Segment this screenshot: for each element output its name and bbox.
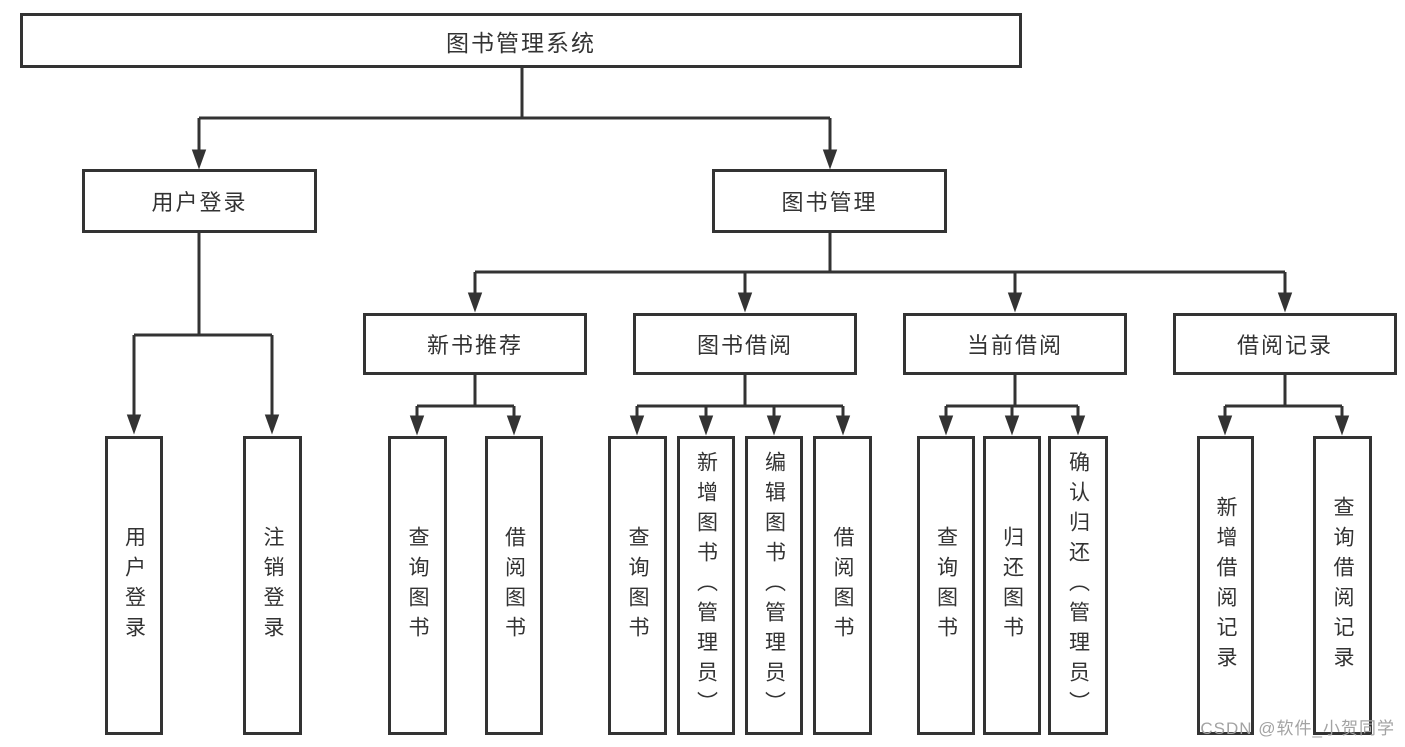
connector-new-book-recommendation [409, 375, 522, 436]
connector-root [191, 68, 838, 170]
leaf-query-books-recommend: 查询图书 [388, 436, 447, 735]
leaf-edit-book-admin: 编辑图书（管理员） [745, 436, 803, 735]
connector-book-management [467, 233, 1293, 313]
node-library-management-system: 图书管理系统 [20, 13, 1022, 68]
node-label: 图书借阅 [696, 333, 793, 358]
node-label: 查询借阅记录 [1331, 495, 1354, 676]
leaf-confirm-return-admin: 确认归还（管理员） [1048, 436, 1108, 735]
leaf-borrow-books-borrowing: 借阅图书 [813, 436, 872, 735]
node-current-borrowing: 当前借阅 [903, 313, 1127, 375]
connector-book-borrowing [629, 375, 851, 436]
node-label: 查询图书 [406, 525, 429, 646]
leaf-query-borrow-record: 查询借阅记录 [1313, 436, 1372, 735]
csdn-watermark: CSDN @软件_小贺同学 [1200, 719, 1395, 738]
node-label: 编辑图书（管理员） [762, 450, 786, 721]
node-label: 注销登录 [261, 525, 284, 646]
connector-user-login [126, 233, 280, 435]
leaf-return-book: 归还图书 [983, 436, 1041, 735]
leaf-query-books-borrowing: 查询图书 [608, 436, 667, 735]
node-borrowing-records: 借阅记录 [1173, 313, 1397, 375]
node-label: 借阅图书 [502, 525, 526, 646]
node-label: 归还图书 [1000, 525, 1024, 646]
node-label: 用户登录 [151, 190, 248, 215]
node-label: 查询图书 [934, 525, 958, 646]
node-label: 图书管理 [781, 190, 878, 215]
node-label: 新增借阅记录 [1214, 495, 1237, 676]
leaf-user-login: 用户登录 [105, 436, 163, 735]
node-label: 新书推荐 [426, 333, 523, 358]
node-label: 借阅记录 [1236, 333, 1333, 358]
node-label: 新增图书（管理员） [694, 450, 718, 721]
connector-borrowing-records [1217, 375, 1350, 436]
node-user-login: 用户登录 [82, 169, 317, 233]
node-label: 当前借阅 [966, 333, 1063, 358]
leaf-query-books-current: 查询图书 [917, 436, 975, 735]
leaf-borrow-books-recommend: 借阅图书 [485, 436, 543, 735]
node-label: 确认归还（管理员） [1066, 450, 1090, 721]
connector-current-borrowing [938, 375, 1086, 436]
leaf-logout: 注销登录 [243, 436, 302, 735]
node-label: 查询图书 [626, 525, 649, 646]
node-label: 图书管理系统 [446, 29, 596, 56]
node-book-management: 图书管理 [712, 169, 947, 233]
leaf-add-borrow-record: 新增借阅记录 [1197, 436, 1254, 735]
node-label: 借阅图书 [831, 525, 854, 646]
node-book-borrowing: 图书借阅 [633, 313, 857, 375]
node-new-book-recommendation: 新书推荐 [363, 313, 587, 375]
node-label: 用户登录 [122, 525, 146, 646]
leaf-add-book-admin: 新增图书（管理员） [677, 436, 735, 735]
